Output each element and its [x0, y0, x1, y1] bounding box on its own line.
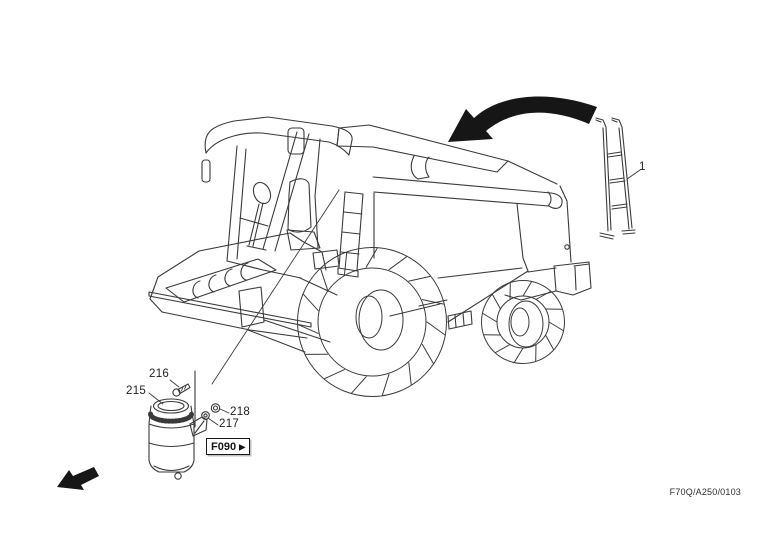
callout-leader-lines [148, 379, 230, 426]
header-illustration [148, 232, 340, 353]
front-wheel-illustration [297, 247, 447, 397]
callout-217: 217 [219, 418, 240, 430]
drawing-code: F70Q/A250/0103 [669, 487, 741, 497]
drain-plug [174, 472, 182, 480]
rear-wheel-illustration [481, 280, 565, 364]
callout-1: 1 [639, 161, 646, 173]
view-direction-arrow-icon [57, 467, 99, 490]
mounting-bracket [189, 416, 208, 437]
bolt-illustration [172, 383, 191, 397]
callout-216: 216 [149, 368, 170, 380]
filter-assembly-illustration [148, 370, 230, 480]
forward-reference-arrow-icon: ▶ [239, 442, 246, 451]
seat-icon [287, 178, 312, 233]
figure-reference-box[interactable]: F090 ▶ [206, 438, 251, 455]
mirror-icon [201, 159, 211, 183]
rear-tire-lugs [482, 281, 564, 363]
steering-wheel-icon [252, 181, 272, 205]
unloader-auger-illustration [372, 176, 563, 209]
cab-lamp-icon [287, 127, 305, 155]
divider-bar [148, 291, 312, 328]
callout-218: 218 [230, 406, 251, 418]
cab-illustration [201, 116, 353, 296]
front-tire-lugs [297, 247, 446, 396]
grain-tank-illustration [336, 124, 558, 185]
callout-1-leader-line [626, 169, 641, 180]
filter-canister [148, 398, 195, 480]
figure-reference-label: F090 [211, 440, 237, 453]
callout-215: 215 [126, 385, 147, 397]
ladder-part-illustration [595, 117, 636, 240]
cab-access-ladder-illustration [337, 191, 364, 278]
install-direction-arrow-icon [448, 96, 597, 142]
washer-illustration [201, 411, 210, 420]
nut-illustration [210, 403, 221, 413]
filter-location-leader-line [211, 189, 340, 385]
